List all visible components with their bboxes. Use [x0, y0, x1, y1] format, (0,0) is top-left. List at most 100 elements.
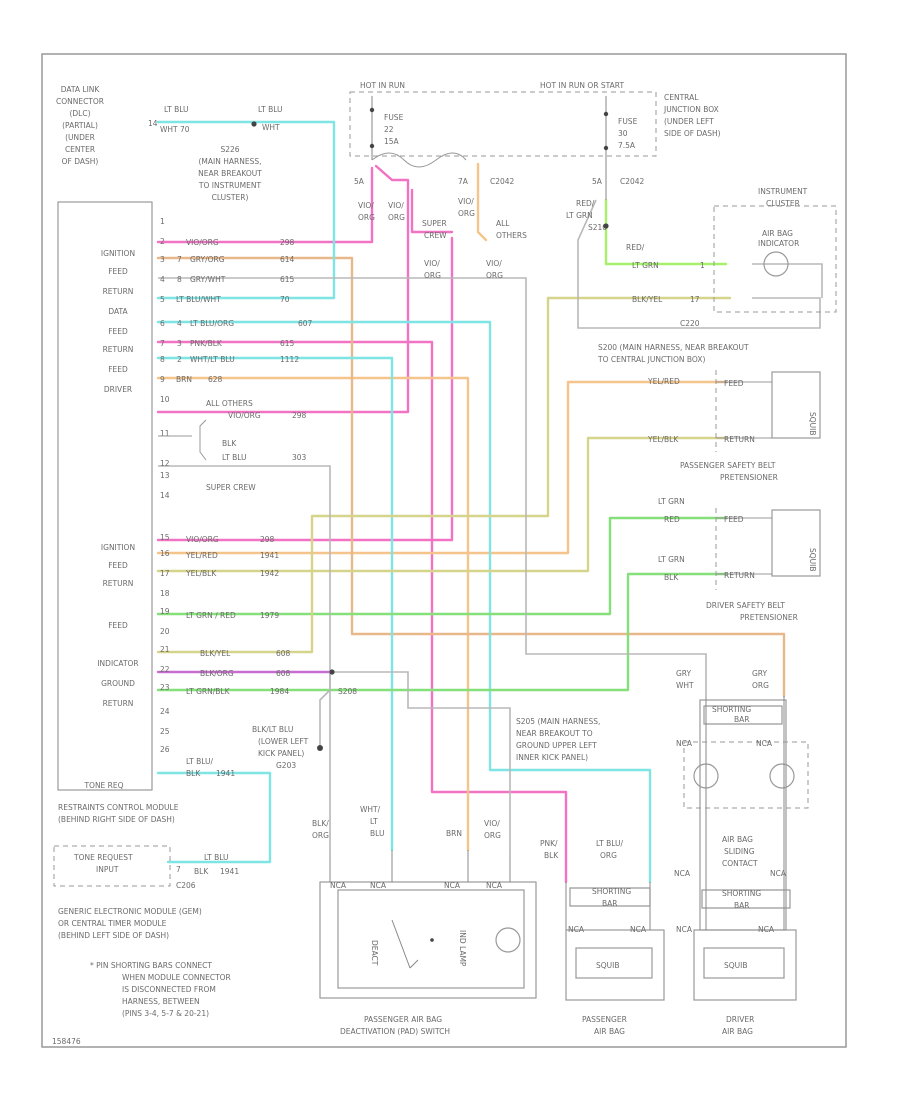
- wire-tag-blk-yel: BLK/YEL: [200, 649, 231, 658]
- rcm-pin-2: 2: [160, 237, 165, 246]
- rcm-label-data: DATA: [108, 307, 128, 316]
- note-line-3: HARNESS, BETWEEN: [122, 997, 200, 1006]
- rcm-label-ignition: IGNITION: [101, 249, 135, 258]
- s226-line-0: S226: [220, 145, 239, 154]
- rcm-pin-10: 10: [160, 395, 170, 404]
- sw-super-crew: SUPER CREW: [206, 483, 256, 492]
- rcm-label-feed-2: FEED: [108, 327, 128, 336]
- pad-wire-blkorg-a: BLK/: [312, 819, 329, 828]
- wire-tag-608: 608: [276, 649, 291, 658]
- wire-green-2: [156, 572, 728, 692]
- hot-in-run: HOT IN RUN: [360, 81, 405, 90]
- sw-all-others: ALL OTHERS: [206, 399, 253, 408]
- vio-org-3a: VIO/: [458, 197, 474, 206]
- wire-orange-1: [476, 162, 488, 242]
- vio-org-5b: ORG: [486, 271, 503, 280]
- cs-wire-gry-wht-a: GRY: [676, 669, 692, 678]
- drv-pret-tag-return: RETURN: [724, 571, 755, 580]
- cs-nca-2: NCA: [756, 739, 773, 748]
- rcm-lower-wire-tags: VIO/ORG 298 YEL/RED 1941 YEL/BLK 1942 LT…: [185, 535, 291, 696]
- rcm-pin-13: 13: [160, 471, 170, 480]
- vio-org-2a: VIO/: [388, 201, 404, 210]
- s200-line-1: TO CENTRAL JUNCTION BOX): [597, 355, 705, 364]
- gem-caption-0: GENERIC ELECTRONIC MODULE (GEM): [58, 907, 202, 916]
- wire-pink-1: [156, 166, 374, 244]
- pad-pin-nca-2: NCA: [370, 881, 387, 890]
- pad-switch-contact: [391, 919, 419, 969]
- rcm-pin-14: 14: [160, 491, 170, 500]
- shorting-bar-note: * PIN SHORTING BARS CONNECT WHEN MODULE …: [90, 961, 231, 1018]
- pad-wire-whtltblu-a: WHT/: [360, 805, 381, 814]
- sw-298: 298: [292, 411, 307, 420]
- wire-lime-1: [604, 198, 728, 266]
- pad-wire-whtltblu-b: LT: [370, 817, 378, 826]
- s205-line-0: S205 (MAIN HARNESS,: [516, 717, 600, 726]
- s226-note: S226 (MAIN HARNESS, NEAR BREAKOUT TO INS…: [198, 145, 262, 202]
- wire-tag-70: 70: [280, 295, 290, 304]
- sw-ltblu: LT BLU: [222, 453, 247, 462]
- tone-wire-2: 1941: [216, 769, 235, 778]
- pass-ab-pnkblk-a: PNK/: [540, 839, 558, 848]
- rcm-tone-req: TONE REQ: [83, 781, 123, 790]
- pad-inside-lamp: IND LAMP: [458, 930, 467, 967]
- cs-shorting-bar: [703, 705, 783, 725]
- pad-caption-1: DEACTIVATION (PAD) SWITCH: [340, 1027, 450, 1036]
- ic-label-1: CLUSTER: [766, 199, 800, 208]
- gem-caption-2: (BEHIND LEFT SIDE OF DASH): [58, 931, 169, 940]
- drv-ab-bar-1: BAR: [734, 901, 750, 910]
- red-ltgrn-b: LT GRN: [566, 211, 593, 220]
- cs-nca-1: NCA: [676, 739, 693, 748]
- wire-tag-c8: 8: [177, 275, 182, 284]
- wire-tag-1942: 1942: [260, 569, 279, 578]
- super-crew-b: CREW: [424, 231, 447, 240]
- wire-cyan-1: [156, 120, 336, 300]
- pass-ab-bar-1: BAR: [602, 899, 618, 908]
- wire-tag-1112: 1112: [280, 355, 299, 364]
- rcm-pin-20: 20: [160, 627, 170, 636]
- rcm-caption-1: (BEHIND RIGHT SIDE OF DASH): [58, 815, 175, 824]
- fuse-22-label: FUSE: [384, 113, 404, 122]
- wire-orange-2: [156, 380, 728, 555]
- c2042-mid: C2042: [490, 177, 515, 186]
- drv-ab-squib: [703, 947, 785, 979]
- pass-ab-caption-0: PASSENGER: [582, 1015, 627, 1024]
- rcm-pin-15: 15: [160, 533, 170, 542]
- s208-label: S208: [338, 687, 357, 696]
- wire-gray-4: [319, 672, 331, 748]
- wire-tag-yel-blk: YEL/BLK: [185, 569, 217, 578]
- c2042-right: C2042: [620, 177, 645, 186]
- cjb-line-1: JUNCTION BOX: [663, 105, 719, 114]
- num-5a-r: 5A: [592, 177, 603, 186]
- wire-cyan-3: [156, 356, 394, 852]
- rcm-side-labels-upper: IGNITION FEED RETURN DATA FEED RETURN FE…: [101, 249, 135, 394]
- drv-pret-wire2a: LT GRN: [658, 555, 685, 564]
- rcm-label-return-4: RETURN: [103, 699, 134, 708]
- pass-ab-nca-2: NCA: [630, 925, 647, 934]
- num-5a: 5A: [354, 177, 365, 186]
- dlc-splice-dot: [251, 121, 257, 127]
- cs-wire-gry-wht-b: WHT: [676, 681, 694, 690]
- s200-line-0: S200 (MAIN HARNESS, NEAR BREAKOUT: [598, 343, 749, 352]
- airbag-indicator-lamp: [763, 251, 789, 277]
- fuse-30: FUSE 30 7.5A: [603, 96, 638, 200]
- cs-nca-3: NCA: [674, 869, 691, 878]
- vio-org-4b: ORG: [424, 271, 441, 280]
- fuse-30-label: FUSE: [618, 117, 638, 126]
- ic-blk-yel: BLK/YEL: [632, 295, 663, 304]
- s208-splice: [329, 669, 335, 675]
- pad-wire-brn: BRN: [446, 829, 462, 838]
- vio-org-1a: VIO/: [358, 201, 374, 210]
- wire-cyan-2: [156, 320, 652, 884]
- rcm-side-labels-lower: IGNITION FEED RETURN FEED INDICATOR GROU…: [97, 543, 138, 708]
- pass-ab-ltbluorg-b: ORG: [600, 851, 617, 860]
- wire-pink-2: [156, 164, 410, 414]
- pass-pret-squib: SQUIB: [808, 412, 817, 436]
- vio-org-4a: VIO/: [424, 259, 440, 268]
- pass-ab-squib: [575, 947, 653, 979]
- pass-pret-label-0: PASSENGER SAFETY BELT: [680, 461, 776, 470]
- cs-label-2: CONTACT: [722, 859, 758, 868]
- rcm-pin-labels: 1234567891011121314151617181920212223242…: [160, 217, 170, 754]
- dlc-wire-ltblu-2: LT BLU: [258, 105, 283, 114]
- rcm-pin-5: 5: [160, 295, 165, 304]
- note-line-1: WHEN MODULE CONNECTOR: [122, 973, 231, 982]
